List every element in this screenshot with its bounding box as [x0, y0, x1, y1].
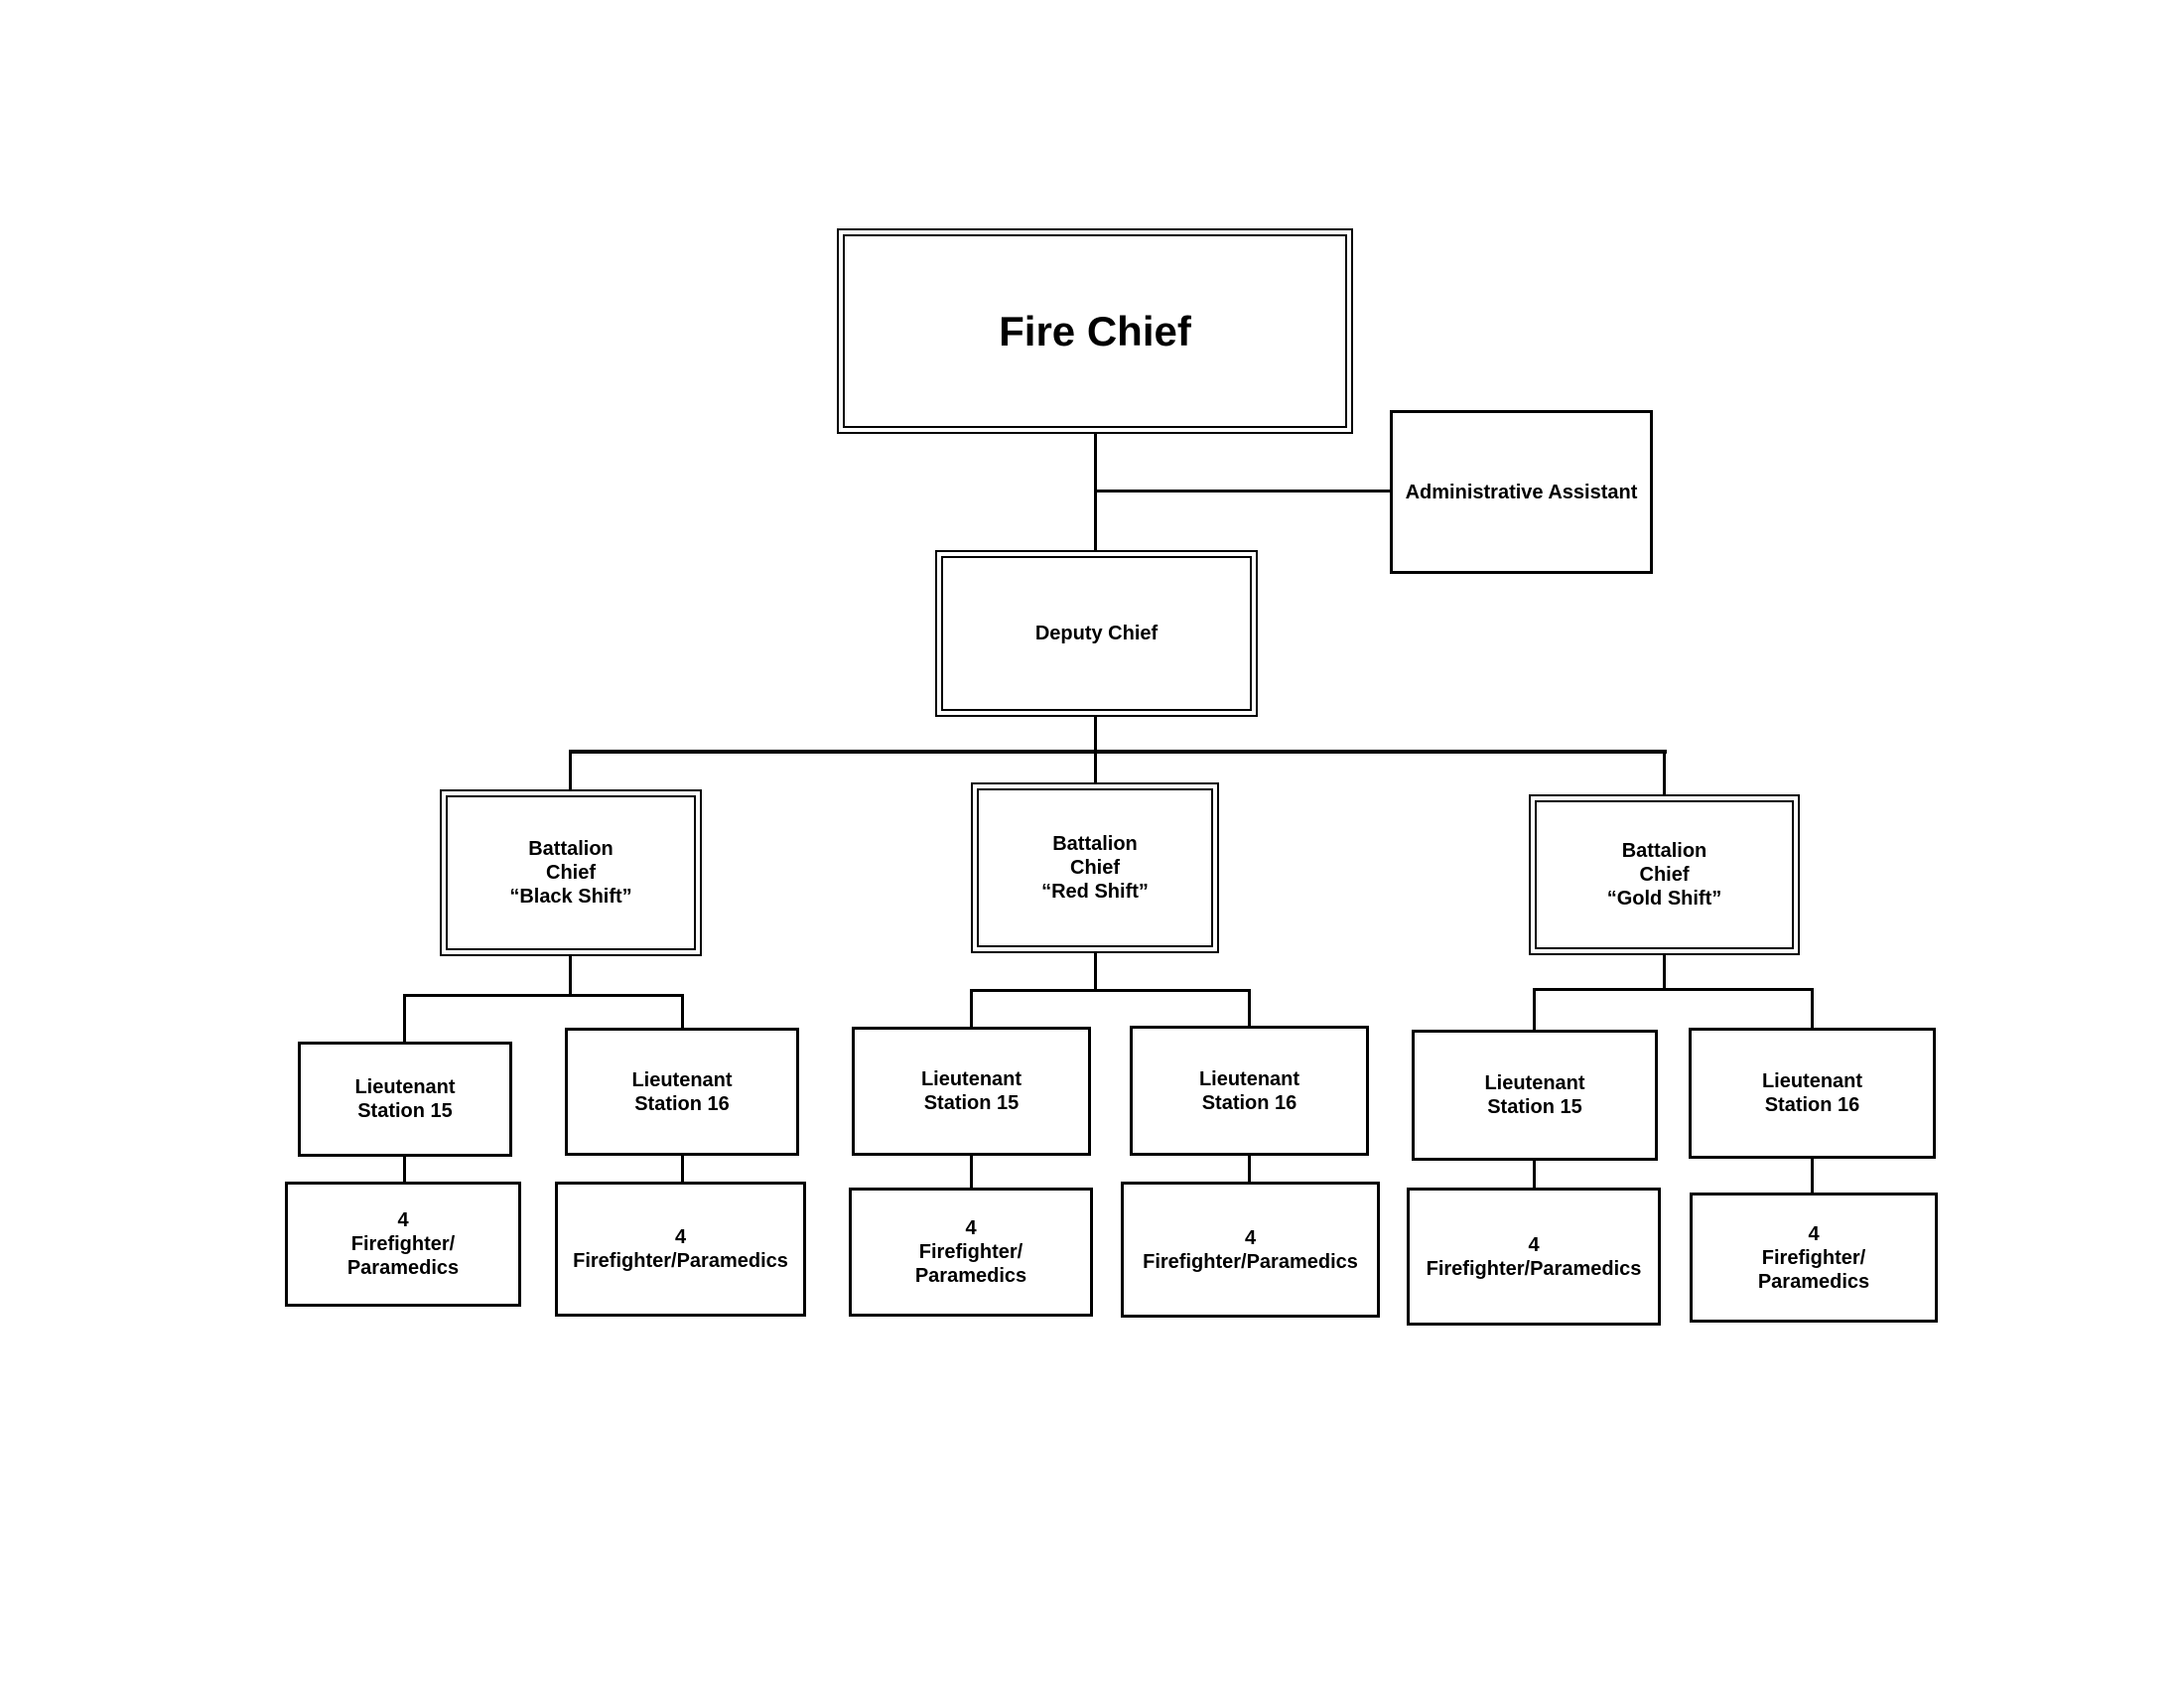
- connector-lt-red-16-down: [1248, 1156, 1251, 1182]
- org-node-ff-gold-15: 4 Firefighter/Paramedics: [1407, 1188, 1661, 1326]
- connector-drop-lt-red-15: [970, 989, 973, 1027]
- org-node-ff-red-15: 4 Firefighter/ Paramedics: [849, 1188, 1093, 1317]
- lt-red-station-16-label: Lieutenant Station 16: [1198, 1067, 1300, 1114]
- org-node-lt-red-station-16: Lieutenant Station 16: [1130, 1026, 1369, 1156]
- battalion-chief-gold-label: Battalion Chief “Gold Shift”: [1606, 840, 1722, 910]
- connector-battalion-row: [569, 750, 1667, 754]
- org-node-fire-chief: Fire Chief: [837, 228, 1353, 434]
- org-node-battalion-chief-black: Battalion Chief “Black Shift”: [440, 789, 702, 956]
- org-node-ff-gold-16: 4 Firefighter/ Paramedics: [1690, 1193, 1938, 1323]
- org-node-battalion-chief-gold: Battalion Chief “Gold Shift”: [1529, 794, 1800, 955]
- lt-black-station-16-label: Lieutenant Station 16: [631, 1068, 733, 1115]
- administrative-assistant-label: Administrative Assistant: [1405, 481, 1638, 503]
- connector-lt-gold-15-down: [1533, 1161, 1536, 1188]
- connector-lt-gold-16-down: [1811, 1159, 1814, 1193]
- org-node-lt-black-station-16: Lieutenant Station 16: [565, 1028, 799, 1156]
- org-node-ff-red-16: 4 Firefighter/Paramedics: [1121, 1182, 1380, 1318]
- ff-red-15-label: 4 Firefighter/ Paramedics: [914, 1217, 1027, 1287]
- lt-black-station-15-label: Lieutenant Station 15: [354, 1076, 456, 1122]
- deputy-chief-label: Deputy Chief: [1034, 623, 1159, 644]
- connector-drop-lt-black-16: [681, 994, 684, 1028]
- lt-red-station-15-label: Lieutenant Station 15: [920, 1068, 1023, 1114]
- ff-black-16-label: 4 Firefighter/Paramedics: [573, 1226, 788, 1272]
- connector-deputy-down: [1094, 717, 1097, 753]
- org-node-lt-gold-station-16: Lieutenant Station 16: [1689, 1028, 1936, 1159]
- lt-gold-station-15-label: Lieutenant Station 15: [1484, 1072, 1585, 1118]
- connector-red-battalion-down: [1094, 953, 1097, 992]
- connector-red-lt-row: [970, 989, 1251, 992]
- connector-black-battalion-down: [569, 956, 572, 997]
- fire-chief-label: Fire Chief: [999, 307, 1191, 354]
- org-node-lt-red-station-15: Lieutenant Station 15: [852, 1027, 1091, 1156]
- connector-gold-lt-row: [1533, 988, 1814, 991]
- org-node-ff-black-15: 4 Firefighter/ Paramedics: [285, 1182, 521, 1307]
- connector-lt-black-15-down: [403, 1157, 406, 1182]
- org-node-deputy-chief: Deputy Chief: [935, 550, 1258, 717]
- connector-firechief-down: [1094, 434, 1097, 551]
- connector-drop-lt-gold-16: [1811, 988, 1814, 1028]
- ff-gold-16-label: 4 Firefighter/ Paramedics: [1757, 1222, 1870, 1293]
- org-node-lt-black-station-15: Lieutenant Station 15: [298, 1042, 512, 1157]
- connector-black-lt-row: [403, 994, 684, 997]
- ff-black-15-label: 4 Firefighter/ Paramedics: [346, 1209, 460, 1279]
- org-node-administrative-assistant: Administrative Assistant: [1390, 410, 1653, 574]
- ff-red-16-label: 4 Firefighter/Paramedics: [1143, 1226, 1358, 1273]
- connector-drop-lt-red-16: [1248, 989, 1251, 1026]
- org-node-lt-gold-station-15: Lieutenant Station 15: [1412, 1030, 1658, 1161]
- connector-lt-red-15-down: [970, 1156, 973, 1188]
- connector-drop-battalion-red: [1094, 752, 1097, 784]
- connector-drop-lt-black-15: [403, 994, 406, 1042]
- connector-lt-black-16-down: [681, 1156, 684, 1182]
- connector-drop-battalion-gold: [1663, 752, 1666, 796]
- connector-to-admin-assistant: [1095, 490, 1390, 492]
- connector-drop-lt-gold-15: [1533, 988, 1536, 1030]
- battalion-chief-red-label: Battalion Chief “Red Shift”: [1041, 833, 1149, 903]
- connector-drop-battalion-black: [569, 752, 572, 791]
- org-node-battalion-chief-red: Battalion Chief “Red Shift”: [971, 782, 1219, 953]
- lt-gold-station-16-label: Lieutenant Station 16: [1761, 1070, 1863, 1116]
- battalion-chief-black-label: Battalion Chief “Black Shift”: [509, 838, 632, 908]
- connector-gold-battalion-down: [1663, 955, 1666, 990]
- ff-gold-15-label: 4 Firefighter/Paramedics: [1426, 1233, 1642, 1280]
- org-node-ff-black-16: 4 Firefighter/Paramedics: [555, 1182, 806, 1317]
